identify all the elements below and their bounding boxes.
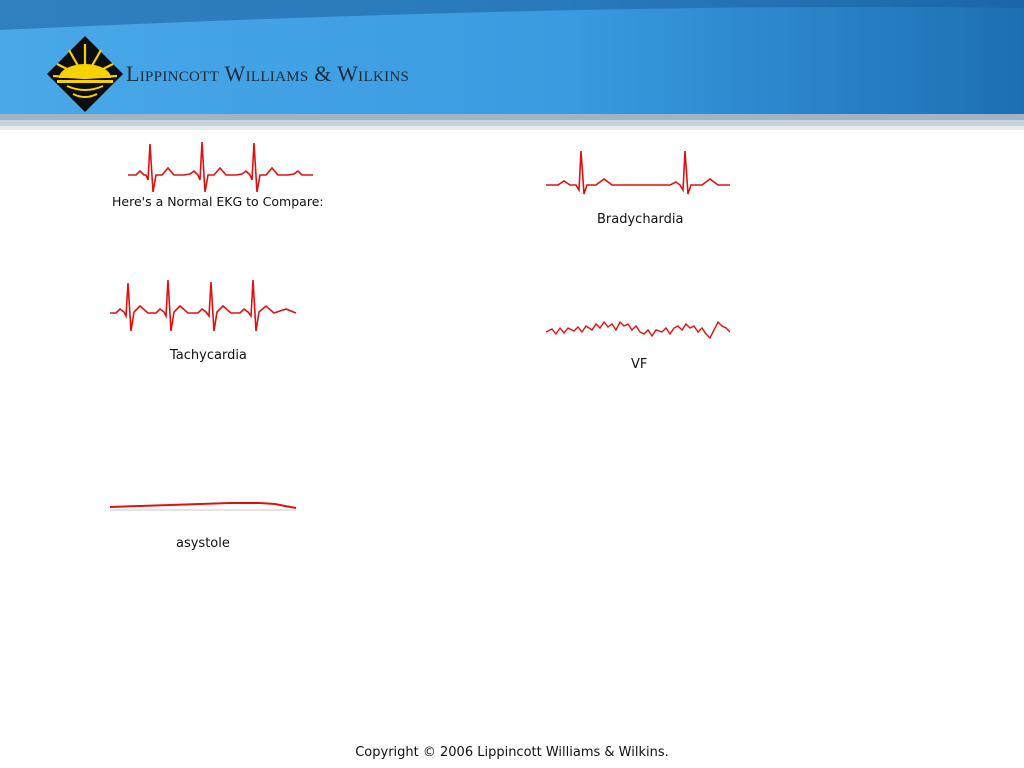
copyright-footer: Copyright © 2006 Lippincott Williams & W… xyxy=(355,745,669,760)
caption-normal: Here's a Normal EKG to Compare: xyxy=(112,194,324,209)
sunburst-diamond-icon xyxy=(47,36,123,112)
caption-bradycardia: Bradychardia xyxy=(597,212,684,227)
caption-vf: VF xyxy=(631,357,648,372)
ekg-strip-vf xyxy=(546,316,730,346)
header-banner: Lippincott Williams & Wilkins xyxy=(0,0,1024,132)
ekg-strip-tachycardia xyxy=(110,276,296,336)
ekg-strip-normal xyxy=(128,140,313,198)
caption-tachycardia: Tachycardia xyxy=(170,348,247,363)
ekg-strip-asystole xyxy=(110,496,296,514)
header-background xyxy=(0,0,1024,130)
caption-asystole: asystole xyxy=(176,536,230,551)
ekg-strip-bradycardia xyxy=(546,148,730,196)
brand-name: Lippincott Williams & Wilkins xyxy=(126,61,410,86)
